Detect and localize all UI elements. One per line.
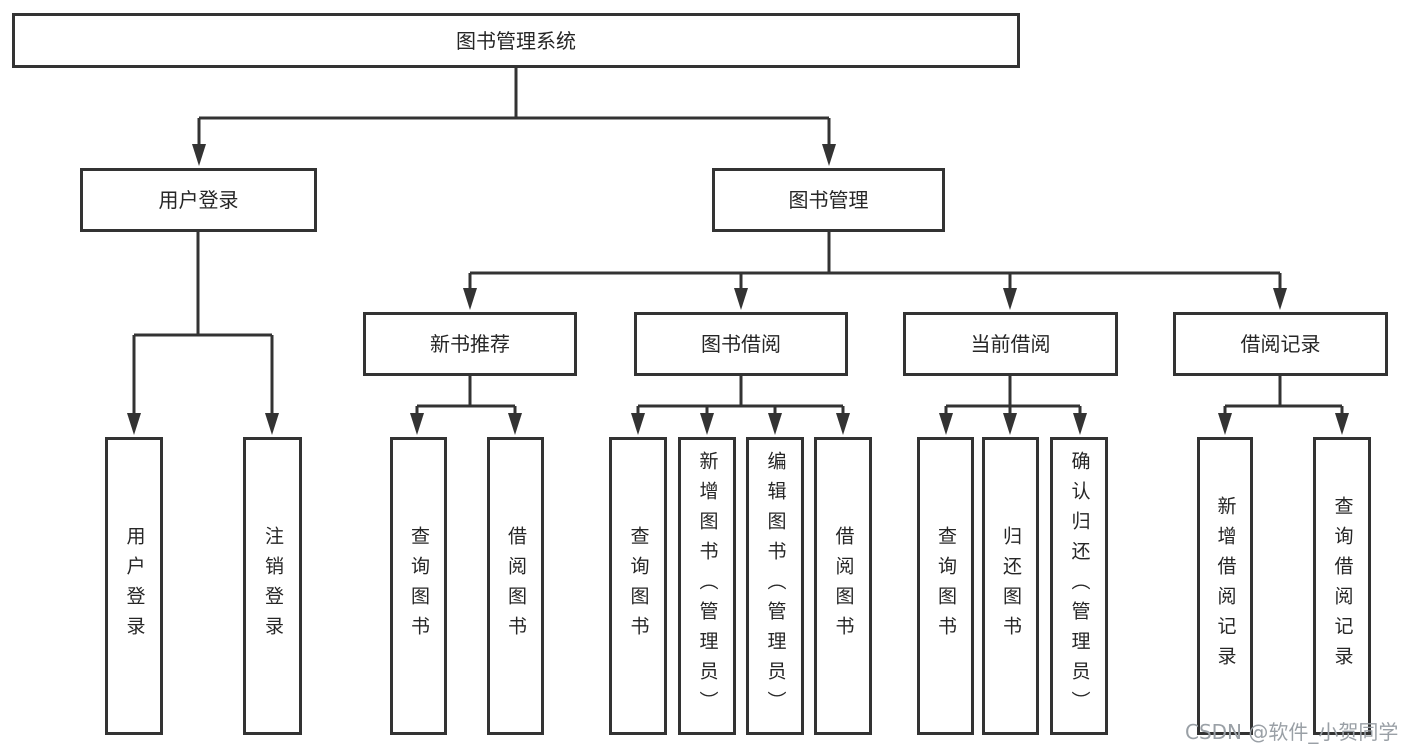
node-new-book-rec: 新书推荐 <box>363 312 577 376</box>
leaf-borrow-book-rec: 借阅图书 <box>487 437 544 735</box>
node-root-label: 图书管理系统 <box>456 28 576 53</box>
node-book-borrow-label: 图书借阅 <box>701 332 781 356</box>
leaf-query-book-rec-label: 查询图书 <box>408 526 430 646</box>
connector-root-to-level2 <box>192 68 836 166</box>
connector-new-book-rec-to-leaves <box>410 376 522 435</box>
leaf-borrow-book-rec-label: 借阅图书 <box>505 526 527 646</box>
leaf-confirm-return: 确认归还（管理员） <box>1050 437 1108 735</box>
connector-current-borrow-to-leaves <box>939 376 1087 435</box>
leaf-return-book: 归还图书 <box>982 437 1039 735</box>
leaf-query-borrow-record: 查询借阅记录 <box>1313 437 1371 735</box>
leaf-borrow-book-borrow-label: 借阅图书 <box>832 526 855 646</box>
leaf-query-book-current: 查询图书 <box>917 437 974 735</box>
node-root: 图书管理系统 <box>12 13 1020 68</box>
node-borrow-record-label: 借阅记录 <box>1240 332 1321 356</box>
leaf-add-book-label: 新增图书（管理员） <box>696 451 719 721</box>
connector-user-login-to-leaves <box>127 232 279 435</box>
node-book-borrow: 图书借阅 <box>634 312 848 376</box>
connector-book-borrow-to-leaves <box>631 376 850 435</box>
csdn-watermark: CSDN @软件_小贺同学 <box>1185 720 1399 744</box>
leaf-borrow-book-borrow: 借阅图书 <box>814 437 872 735</box>
leaf-edit-book-label: 编辑图书（管理员） <box>764 451 787 721</box>
leaf-query-book-rec: 查询图书 <box>390 437 447 735</box>
connector-borrow-record-to-leaves <box>1218 376 1349 435</box>
leaf-add-book: 新增图书（管理员） <box>678 437 736 735</box>
node-book-mgmt: 图书管理 <box>712 168 945 232</box>
leaf-add-borrow-record-label: 新增借阅记录 <box>1214 496 1237 676</box>
leaf-query-borrow-record-label: 查询借阅记录 <box>1331 496 1354 676</box>
leaf-edit-book: 编辑图书（管理员） <box>746 437 804 735</box>
leaf-user-login-label: 用户登录 <box>123 526 146 646</box>
connector-book-mgmt-to-level3 <box>463 232 1287 310</box>
leaf-confirm-return-label: 确认归还（管理员） <box>1068 451 1091 721</box>
leaf-add-borrow-record: 新增借阅记录 <box>1197 437 1253 735</box>
node-new-book-rec-label: 新书推荐 <box>430 332 510 356</box>
node-borrow-record: 借阅记录 <box>1173 312 1388 376</box>
node-user-login-label: 用户登录 <box>158 188 239 212</box>
leaf-query-book-borrow: 查询图书 <box>609 437 667 735</box>
leaf-logout-login: 注销登录 <box>243 437 302 735</box>
node-current-borrow-label: 当前借阅 <box>970 332 1051 356</box>
leaf-logout-login-label: 注销登录 <box>262 526 284 646</box>
leaf-return-book-label: 归还图书 <box>1000 526 1022 646</box>
leaf-query-book-borrow-label: 查询图书 <box>627 526 650 646</box>
leaf-query-book-current-label: 查询图书 <box>935 526 957 646</box>
node-user-login: 用户登录 <box>80 168 317 232</box>
leaf-user-login: 用户登录 <box>105 437 163 735</box>
node-current-borrow: 当前借阅 <box>903 312 1118 376</box>
node-book-mgmt-label: 图书管理 <box>788 188 869 212</box>
